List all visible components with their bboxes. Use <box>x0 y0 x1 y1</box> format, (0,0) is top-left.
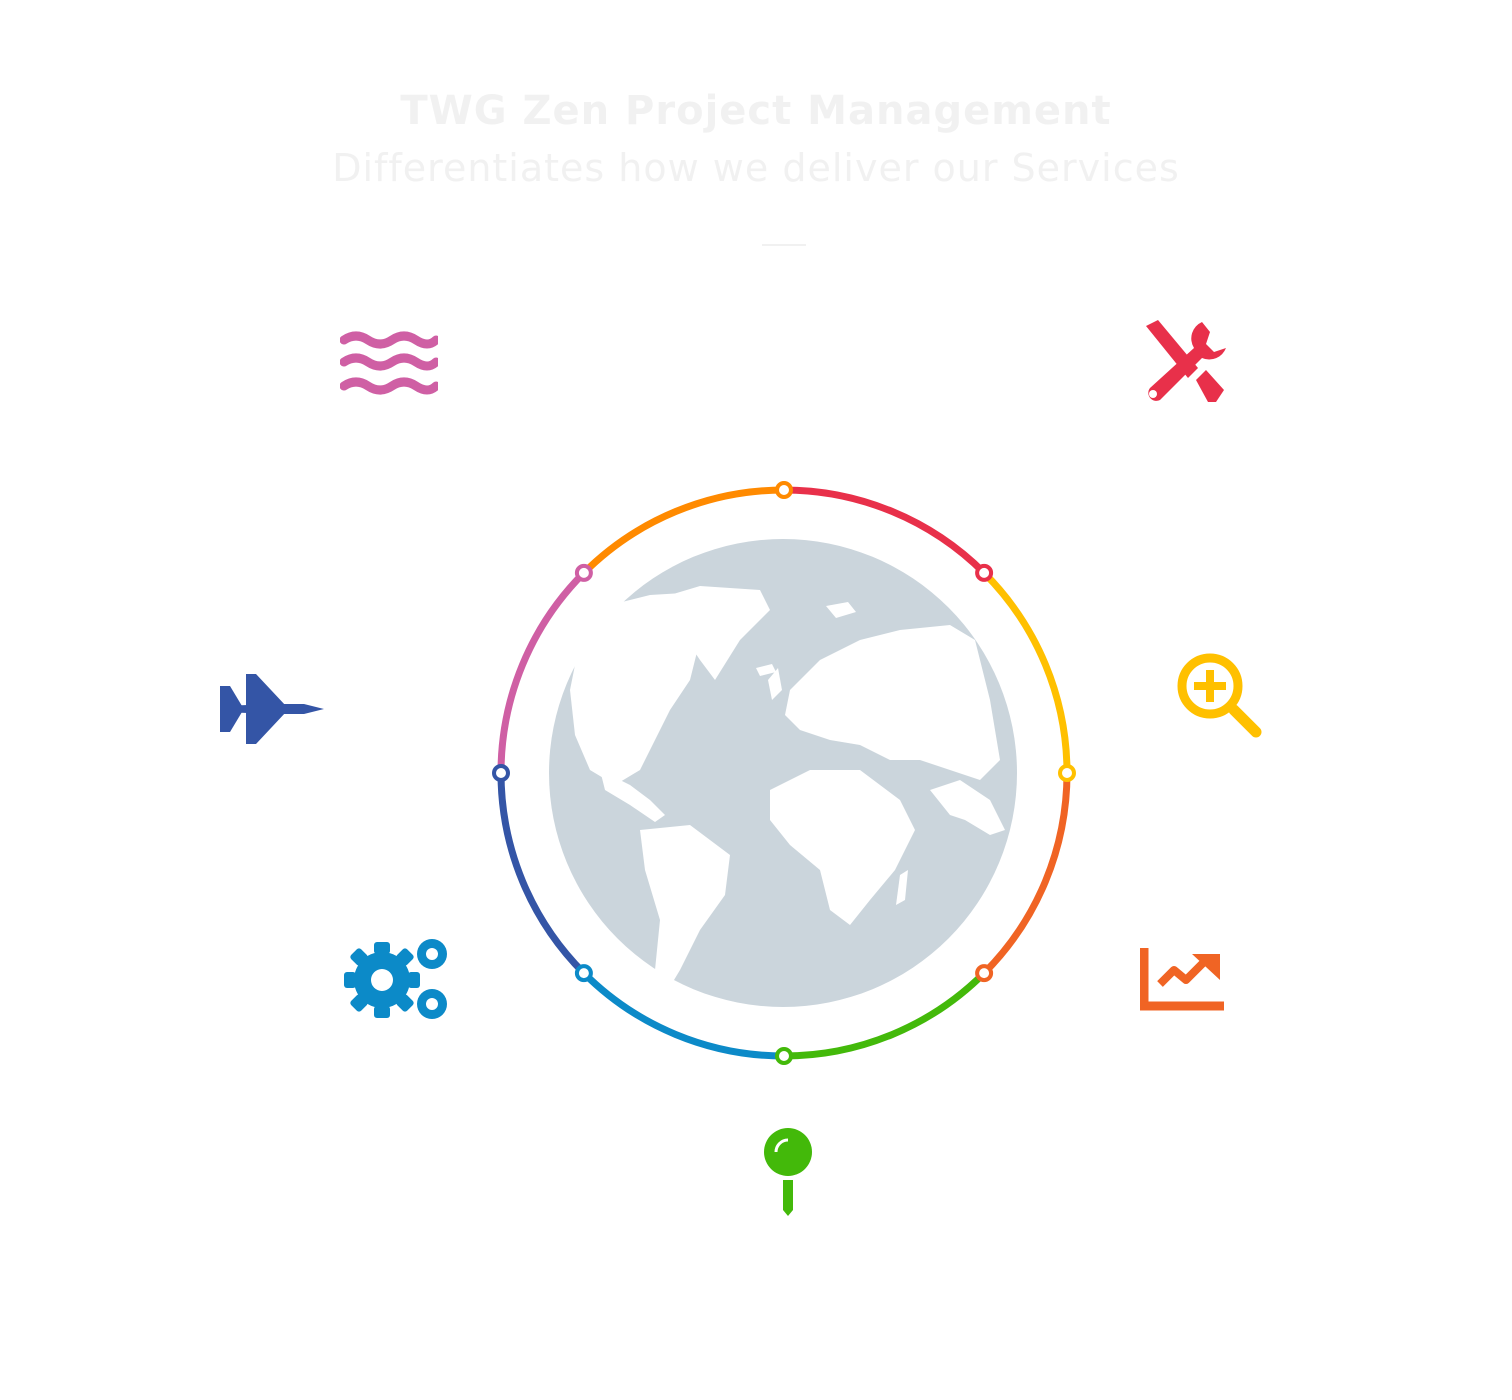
ring-arc <box>783 970 987 1060</box>
jet-icon <box>220 674 324 744</box>
feature-gears <box>344 934 456 1026</box>
color-ring <box>497 486 1071 1060</box>
map-pin-icon <box>764 1128 812 1216</box>
feature-tools <box>1140 318 1228 406</box>
ring-node <box>775 1047 793 1065</box>
ring-node <box>574 563 593 582</box>
ring-arc <box>497 570 587 774</box>
ring-node <box>975 964 994 983</box>
page-title: TWG Zen Project Management <box>400 88 1112 134</box>
feature-jet <box>216 670 328 748</box>
feature-pin <box>762 1126 818 1218</box>
tools-icon <box>1146 320 1226 402</box>
feature-trend <box>1140 946 1228 1012</box>
ring-node <box>1058 764 1076 782</box>
title-divider <box>762 244 806 246</box>
globe-icon <box>549 539 1017 1007</box>
trend-chart-icon <box>1140 948 1224 1011</box>
ring-arc <box>581 486 785 576</box>
zoom-in-icon <box>1177 653 1262 738</box>
feature-waves <box>340 330 438 398</box>
ring-arc <box>981 570 1071 774</box>
ring-arc <box>981 772 1071 976</box>
ring-node <box>574 964 593 983</box>
feature-zoom <box>1176 652 1264 740</box>
ring-node <box>775 481 793 499</box>
waves-icon <box>340 331 438 395</box>
ring-node <box>492 764 510 782</box>
page-subtitle: Differentiates how we deliver our Servic… <box>332 146 1180 190</box>
gears-icon <box>344 939 447 1019</box>
ring-arc <box>581 970 785 1060</box>
ring-nodes <box>492 481 1076 1065</box>
ring-node <box>975 563 994 582</box>
ring-arc <box>497 772 587 976</box>
ring-arc <box>783 486 987 576</box>
